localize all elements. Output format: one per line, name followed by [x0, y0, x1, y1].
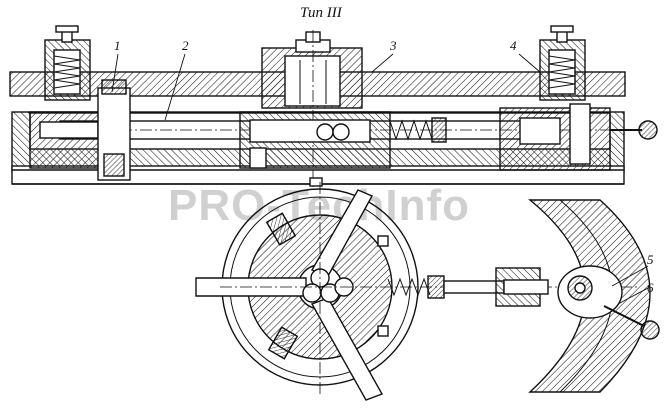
- callout-3: 3: [389, 38, 397, 53]
- lever-knob: [640, 320, 660, 340]
- callout-2: 2: [182, 38, 189, 53]
- drive-rod: [443, 280, 505, 294]
- leader-lines: [111, 53, 649, 305]
- callout-5: 5: [647, 252, 654, 267]
- callout-4: 4: [510, 38, 517, 53]
- drawing-title: Тип III: [300, 5, 343, 21]
- chuck-jaw-lower: [310, 297, 384, 401]
- longitudinal-section-view: [9, 25, 658, 190]
- cam-lever-detail: [528, 199, 660, 393]
- callout-1: 1: [114, 38, 121, 53]
- chuck-plan-view: [195, 182, 640, 401]
- callout-6: 6: [647, 280, 654, 295]
- rod-spring: [387, 277, 431, 297]
- center-ball-right: [332, 123, 350, 141]
- left-housing: [29, 111, 106, 169]
- right-handle-knob: [638, 120, 658, 140]
- center-ball-left: [316, 123, 334, 141]
- shaft-spring: [389, 119, 433, 141]
